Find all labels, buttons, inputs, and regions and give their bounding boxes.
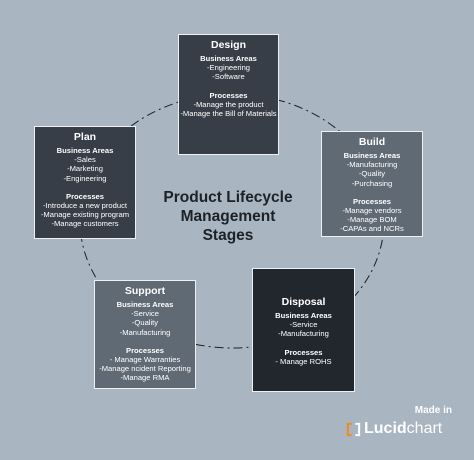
stage-support: Support Business Areas -Service -Quality… (94, 280, 196, 389)
business-areas-heading: Business Areas (116, 300, 174, 309)
processes-heading: Processes (66, 191, 104, 201)
stage-title: Disposal (281, 296, 326, 308)
process: -Manage the Bill of Materials (180, 109, 277, 119)
business-area: -Manufacturing (346, 160, 398, 170)
processes-heading: Processes (284, 347, 323, 357)
process: -Manage existing program (40, 210, 130, 220)
stage-title: Plan (73, 131, 97, 143)
process: -Manage ncident Reporting (99, 364, 191, 374)
brand-name-light: chart (406, 420, 443, 437)
business-area: -Quality (131, 318, 159, 328)
business-area: -Purchasing (351, 178, 393, 188)
diagram-title-line: Management (180, 208, 276, 225)
stage-plan: Plan Business Areas -Sales -Marketing -E… (34, 126, 136, 239)
diagram-title-line: Stages (202, 227, 254, 244)
process: -Manage customers (51, 219, 119, 229)
business-area: -Marketing (67, 164, 103, 174)
process: -Manage vendors (342, 206, 402, 216)
business-area: -Quality (358, 169, 386, 179)
business-area: -Sales (74, 155, 96, 165)
business-areas-heading: Business Areas (56, 146, 114, 155)
stage-build: Build Business Areas -Manufacturing -Qua… (321, 131, 423, 237)
stage-title: Support (124, 285, 166, 297)
lucidchart-mark-icon (346, 422, 361, 436)
business-areas-heading: Business Areas (275, 311, 332, 320)
stage-title: Build (358, 136, 386, 148)
business-area: -Engineering (63, 173, 107, 183)
process: -Manage BOM (347, 215, 397, 225)
process: - Manage ROHS (275, 356, 332, 366)
brand-name-bold: Lucid (364, 420, 407, 437)
processes-heading: Processes (353, 196, 391, 206)
process: -Introduce a new product (42, 201, 127, 211)
business-area: -Engineering (206, 63, 251, 73)
business-area: -Service (289, 320, 318, 330)
processes-heading: Processes (126, 345, 164, 355)
business-area: -Software (212, 72, 245, 82)
diagram-title-line: Product Lifecycle (163, 189, 293, 206)
stage-design: Design Business Areas -Engineering -Soft… (178, 34, 279, 155)
business-area: -Manufacturing (119, 327, 171, 337)
process: -Manage RMA (120, 373, 170, 383)
stage-disposal: Disposal Business Areas -Service -Manufa… (252, 268, 355, 392)
business-areas-heading: Business Areas (343, 151, 401, 160)
process: - Manage Warranties (109, 355, 181, 365)
processes-heading: Processes (209, 90, 248, 100)
process: -Manage the product (193, 99, 264, 109)
stage-title: Design (210, 39, 246, 51)
business-area: -Manufacturing (278, 329, 329, 339)
made-in-label: Made in (414, 405, 452, 416)
business-areas-heading: Business Areas (200, 54, 257, 63)
diagram-title: Product Lifecycle Management Stages (142, 188, 314, 245)
business-area: -Service (131, 309, 159, 319)
process: -CAPAs and NCRs (340, 224, 404, 234)
